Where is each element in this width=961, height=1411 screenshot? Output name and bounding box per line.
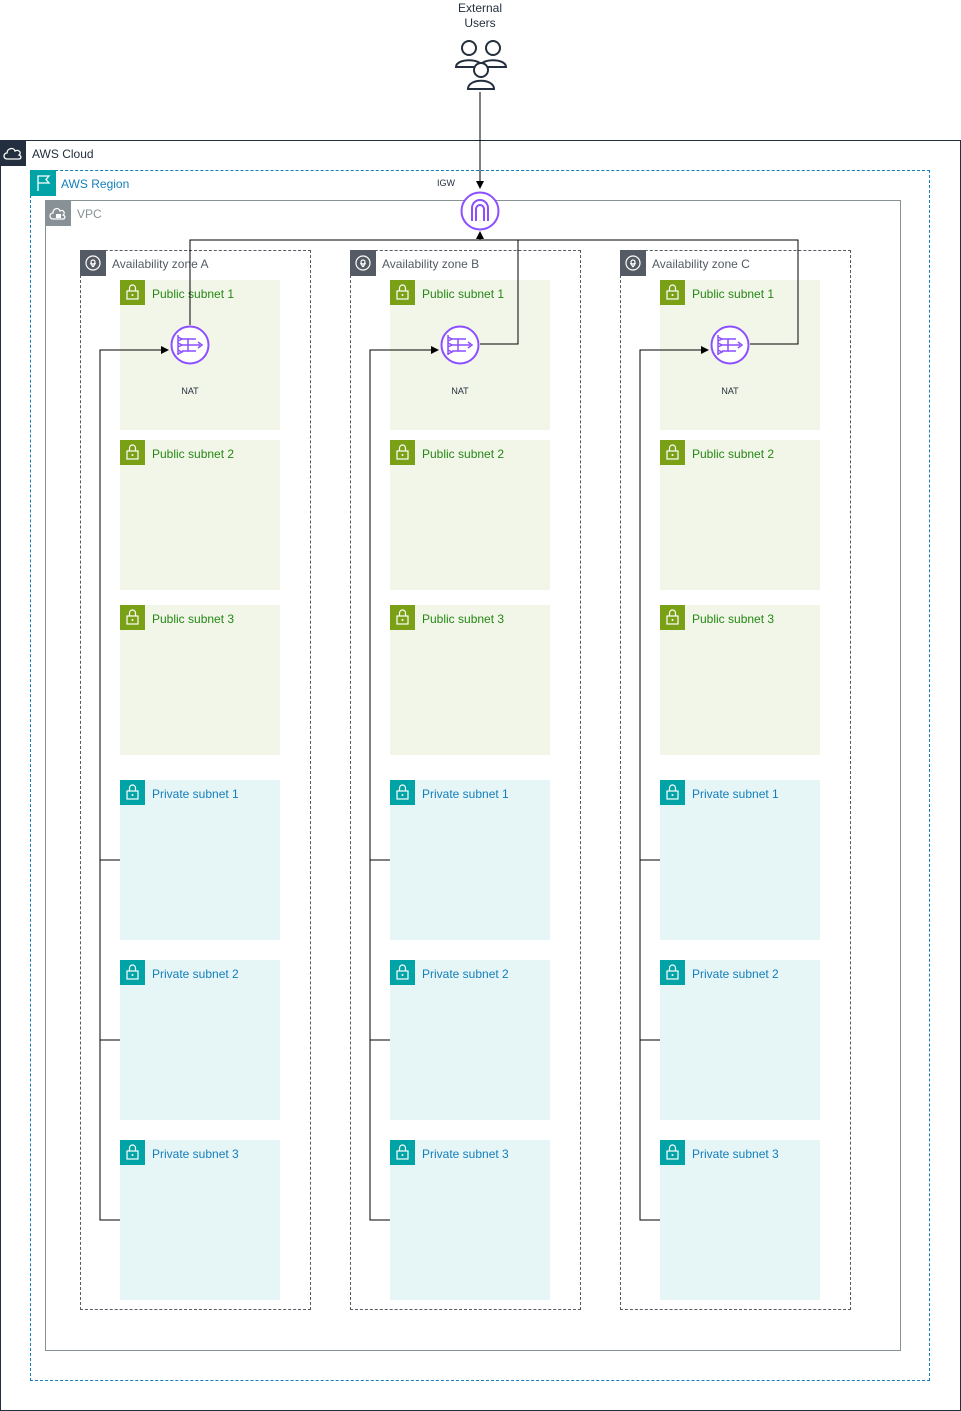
private-subnet-label: Private subnet 2	[692, 967, 779, 981]
private-subnet-label: Private subnet 3	[422, 1147, 509, 1161]
external-users-label: External Users	[440, 1, 520, 31]
nat-c-label: NAT	[721, 386, 739, 396]
location-pin-icon	[620, 250, 646, 276]
public-subnet	[660, 605, 820, 755]
vpc-label: VPC	[77, 207, 102, 221]
users-icon	[454, 40, 508, 90]
private-subnet-label: Private subnet 3	[692, 1147, 779, 1161]
subnet-lock-icon	[120, 440, 145, 465]
location-pin-icon	[350, 250, 376, 276]
subnet-lock-icon	[390, 1140, 415, 1165]
subnet-lock-icon	[120, 605, 145, 630]
subnet-lock-icon	[660, 440, 685, 465]
public-subnet-label: Public subnet 1	[422, 287, 505, 301]
availability-zone-b-label: Availability zone B	[382, 257, 480, 271]
availability-zone-b	[350, 250, 581, 1310]
external-users-line1: External	[457, 1, 503, 15]
subnet-lock-icon	[120, 780, 145, 805]
nat-a-label: NAT	[181, 386, 199, 396]
private-subnet	[660, 960, 820, 1120]
public-subnet	[660, 440, 820, 590]
private-subnet	[660, 1140, 820, 1300]
subnet-lock-icon	[660, 780, 685, 805]
availability-zone-c	[620, 250, 851, 1310]
nat-gateway-icon	[170, 325, 210, 365]
nat-a-to-igw-connector	[189, 239, 480, 325]
igw-label: IGW	[437, 178, 455, 188]
public-subnet-label: Public subnet 1	[152, 287, 235, 301]
public-subnet-label: Public subnet 2	[152, 447, 235, 461]
public-subnet	[390, 605, 550, 755]
vpc-cloud-lock-icon	[45, 200, 71, 226]
private-to-nat-c-connector	[639, 346, 709, 1221]
public-subnet	[390, 440, 550, 590]
nat-gateway-icon	[710, 325, 750, 365]
subnet-lock-icon	[120, 1140, 145, 1165]
public-subnet-label: Public subnet 1	[692, 287, 775, 301]
private-subnet	[120, 1140, 280, 1300]
private-subnet	[390, 960, 550, 1120]
public-subnet-label: Public subnet 2	[422, 447, 505, 461]
availability-zone-a	[80, 250, 311, 1310]
availability-zone-a-label: Availability zone A	[112, 257, 209, 271]
nat-b-label: NAT	[451, 386, 469, 396]
private-subnet-label: Private subnet 3	[152, 1147, 239, 1161]
subnet-lock-icon	[660, 280, 685, 305]
nat-c-to-igw-connector	[480, 239, 799, 345]
private-subnet-label: Private subnet 2	[422, 967, 509, 981]
subnet-lock-icon	[660, 1140, 685, 1165]
private-subnet	[120, 960, 280, 1120]
region-flag-icon	[30, 170, 56, 196]
external-users-line2: Users	[464, 16, 496, 30]
private-subnet	[660, 780, 820, 940]
public-subnet-label: Public subnet 3	[692, 612, 775, 626]
nat-b-to-igw-connector	[480, 239, 519, 345]
subnet-lock-icon	[390, 605, 415, 630]
subnet-lock-icon	[390, 780, 415, 805]
public-subnet	[120, 440, 280, 590]
subnet-lock-icon	[660, 960, 685, 985]
public-subnet-label: Public subnet 3	[152, 612, 235, 626]
subnet-lock-icon	[390, 280, 415, 305]
private-subnet	[390, 1140, 550, 1300]
location-pin-icon	[80, 250, 106, 276]
nat-gateway-icon	[440, 325, 480, 365]
private-subnet-label: Private subnet 1	[152, 787, 239, 801]
aws-region-label: AWS Region	[61, 177, 130, 191]
internet-gateway-icon	[460, 191, 500, 231]
aws-cloud-icon	[0, 140, 26, 166]
subnet-lock-icon	[120, 960, 145, 985]
private-to-nat-b-connector	[369, 346, 439, 1221]
subnet-lock-icon	[390, 960, 415, 985]
private-subnet	[390, 780, 550, 940]
availability-zone-c-label: Availability zone C	[652, 257, 750, 271]
public-subnet-label: Public subnet 2	[692, 447, 775, 461]
private-subnet-label: Private subnet 1	[422, 787, 509, 801]
public-subnet-label: Public subnet 3	[422, 612, 505, 626]
subnet-lock-icon	[660, 605, 685, 630]
private-subnet-label: Private subnet 2	[152, 967, 239, 981]
aws-cloud-label: AWS Cloud	[32, 147, 94, 161]
public-subnet	[120, 605, 280, 755]
subnet-lock-icon	[390, 440, 415, 465]
private-subnet-label: Private subnet 1	[692, 787, 779, 801]
private-to-nat-a-connector	[99, 346, 169, 1221]
private-subnet	[120, 780, 280, 940]
subnet-lock-icon	[120, 280, 145, 305]
